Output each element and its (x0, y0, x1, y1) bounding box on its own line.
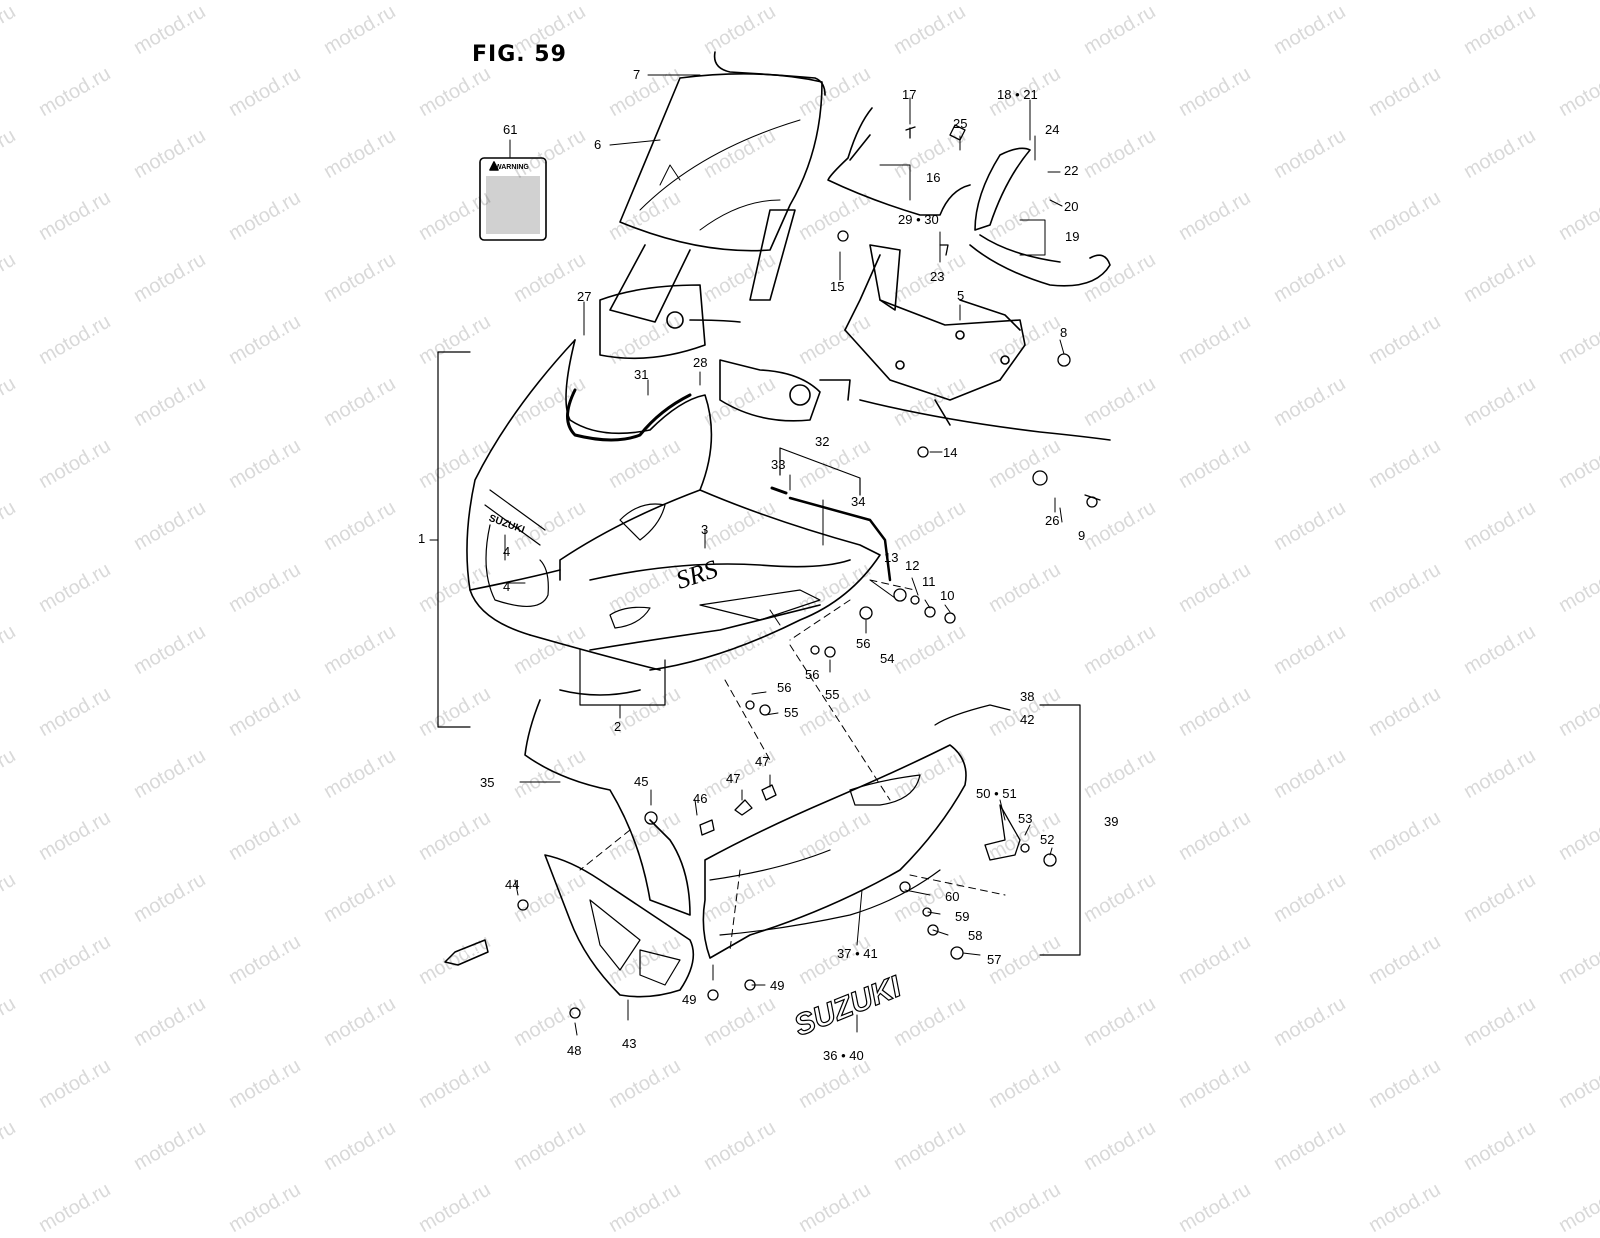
fwd-arrow-icon (444, 939, 489, 966)
trim-strip-part-33 (770, 486, 788, 495)
callout-1: 1 (418, 531, 426, 546)
callout-22: 22 (1064, 163, 1079, 178)
callout-35: 35 (480, 775, 495, 790)
callout-45: 45 (634, 774, 649, 789)
bracket-part-50 (984, 804, 1021, 861)
callout-14: 14 (943, 445, 958, 460)
callout-23: 23 (930, 269, 945, 284)
trim-strip-part-31 (566, 388, 692, 442)
callout-52: 52 (1040, 832, 1055, 847)
callout-12: 12 (905, 558, 920, 573)
callout-16: 16 (926, 170, 941, 185)
callout-47-a: 47 (755, 754, 770, 769)
callout-24: 24 (1045, 122, 1060, 137)
inner-panel-part-19 (969, 147, 1111, 287)
callout-3: 3 (701, 522, 709, 537)
exploded-view-drawing (429, 51, 1111, 1036)
callout-2: 2 (614, 719, 622, 734)
inner-panel-part-43 (544, 854, 695, 998)
callout-32: 32 (815, 434, 830, 449)
meter-bracket-stay (599, 209, 851, 422)
callout-47-b: 47 (726, 771, 741, 786)
callout-4-lower: 4 (503, 579, 511, 594)
callout-7: 7 (633, 67, 641, 82)
callout-28: 28 (693, 355, 708, 370)
callout-17: 17 (902, 87, 917, 102)
group-bracket-32 (779, 447, 861, 496)
figure-title: FIG. 59 (472, 42, 567, 67)
callout-11: 11 (922, 574, 936, 589)
callout-13: 13 (884, 550, 899, 565)
callout-43: 43 (622, 1036, 637, 1051)
cowling-frame-part-5 (844, 244, 1111, 441)
callout-46: 46 (693, 791, 708, 806)
upper-cowl-part-1 (466, 339, 713, 671)
warning-label-text: WARNING (495, 164, 529, 171)
callout-50-51: 50 • 51 (976, 786, 1017, 801)
inner-panel-part-16 (827, 107, 971, 216)
callout-10: 10 (940, 588, 955, 603)
callout-leaders (429, 74, 1065, 1036)
callout-33: 33 (771, 457, 786, 472)
callout-56-b: 56 (805, 667, 820, 682)
callout-49-a: 49 (682, 992, 697, 1007)
callout-29-30: 29 • 30 (898, 212, 939, 227)
group-bracket-2 (579, 649, 666, 706)
hardware-fasteners (517, 124, 1101, 1019)
callout-4-upper: 4 (503, 544, 511, 559)
mounting-lines (579, 579, 1006, 951)
callout-9: 9 (1078, 528, 1086, 543)
lower-cowl-part-38 (934, 704, 1011, 726)
callout-25: 25 (953, 116, 968, 131)
under-cowl-part-37 (702, 744, 967, 959)
lower-cowl-part-35 (524, 689, 691, 916)
callout-42: 42 (1020, 712, 1035, 727)
callout-38: 38 (1020, 689, 1035, 704)
callout-36-40: 36 • 40 (823, 1048, 864, 1063)
callout-55-a: 55 (825, 687, 840, 702)
callout-26: 26 (1045, 513, 1060, 528)
callout-56-a: 56 (856, 636, 871, 651)
callout-8: 8 (1060, 325, 1068, 340)
side-cowl-part-3 (589, 489, 881, 671)
callout-34: 34 (851, 494, 866, 509)
callout-57: 57 (987, 952, 1002, 967)
callout-53: 53 (1018, 811, 1033, 826)
group-bracket-1 (437, 351, 471, 728)
screen-trim-part-7 (713, 51, 826, 96)
callout-48: 48 (567, 1043, 582, 1058)
group-bracket-39 (1039, 704, 1081, 956)
callout-60: 60 (945, 889, 960, 904)
callout-54: 54 (880, 651, 895, 666)
callout-20: 20 (1064, 199, 1079, 214)
callout-5: 5 (957, 288, 965, 303)
callout-18-21: 18 • 21 (997, 87, 1038, 102)
callout-61: 61 (503, 122, 518, 137)
callout-19: 19 (1065, 229, 1080, 244)
callout-27: 27 (577, 289, 592, 304)
warning-label-part-61 (479, 157, 547, 241)
callout-6: 6 (594, 137, 602, 152)
callout-58: 58 (968, 928, 983, 943)
callout-37-41: 37 • 41 (837, 946, 878, 961)
callout-56-c: 56 (777, 680, 792, 695)
callout-59: 59 (955, 909, 970, 924)
trim-strip-part-34 (788, 496, 892, 582)
callout-15: 15 (830, 279, 845, 294)
callout-39: 39 (1104, 814, 1119, 829)
callout-49-b: 49 (770, 978, 785, 993)
callout-55-b: 55 (784, 705, 799, 720)
callout-31: 31 (634, 367, 649, 382)
callout-44: 44 (505, 877, 520, 892)
